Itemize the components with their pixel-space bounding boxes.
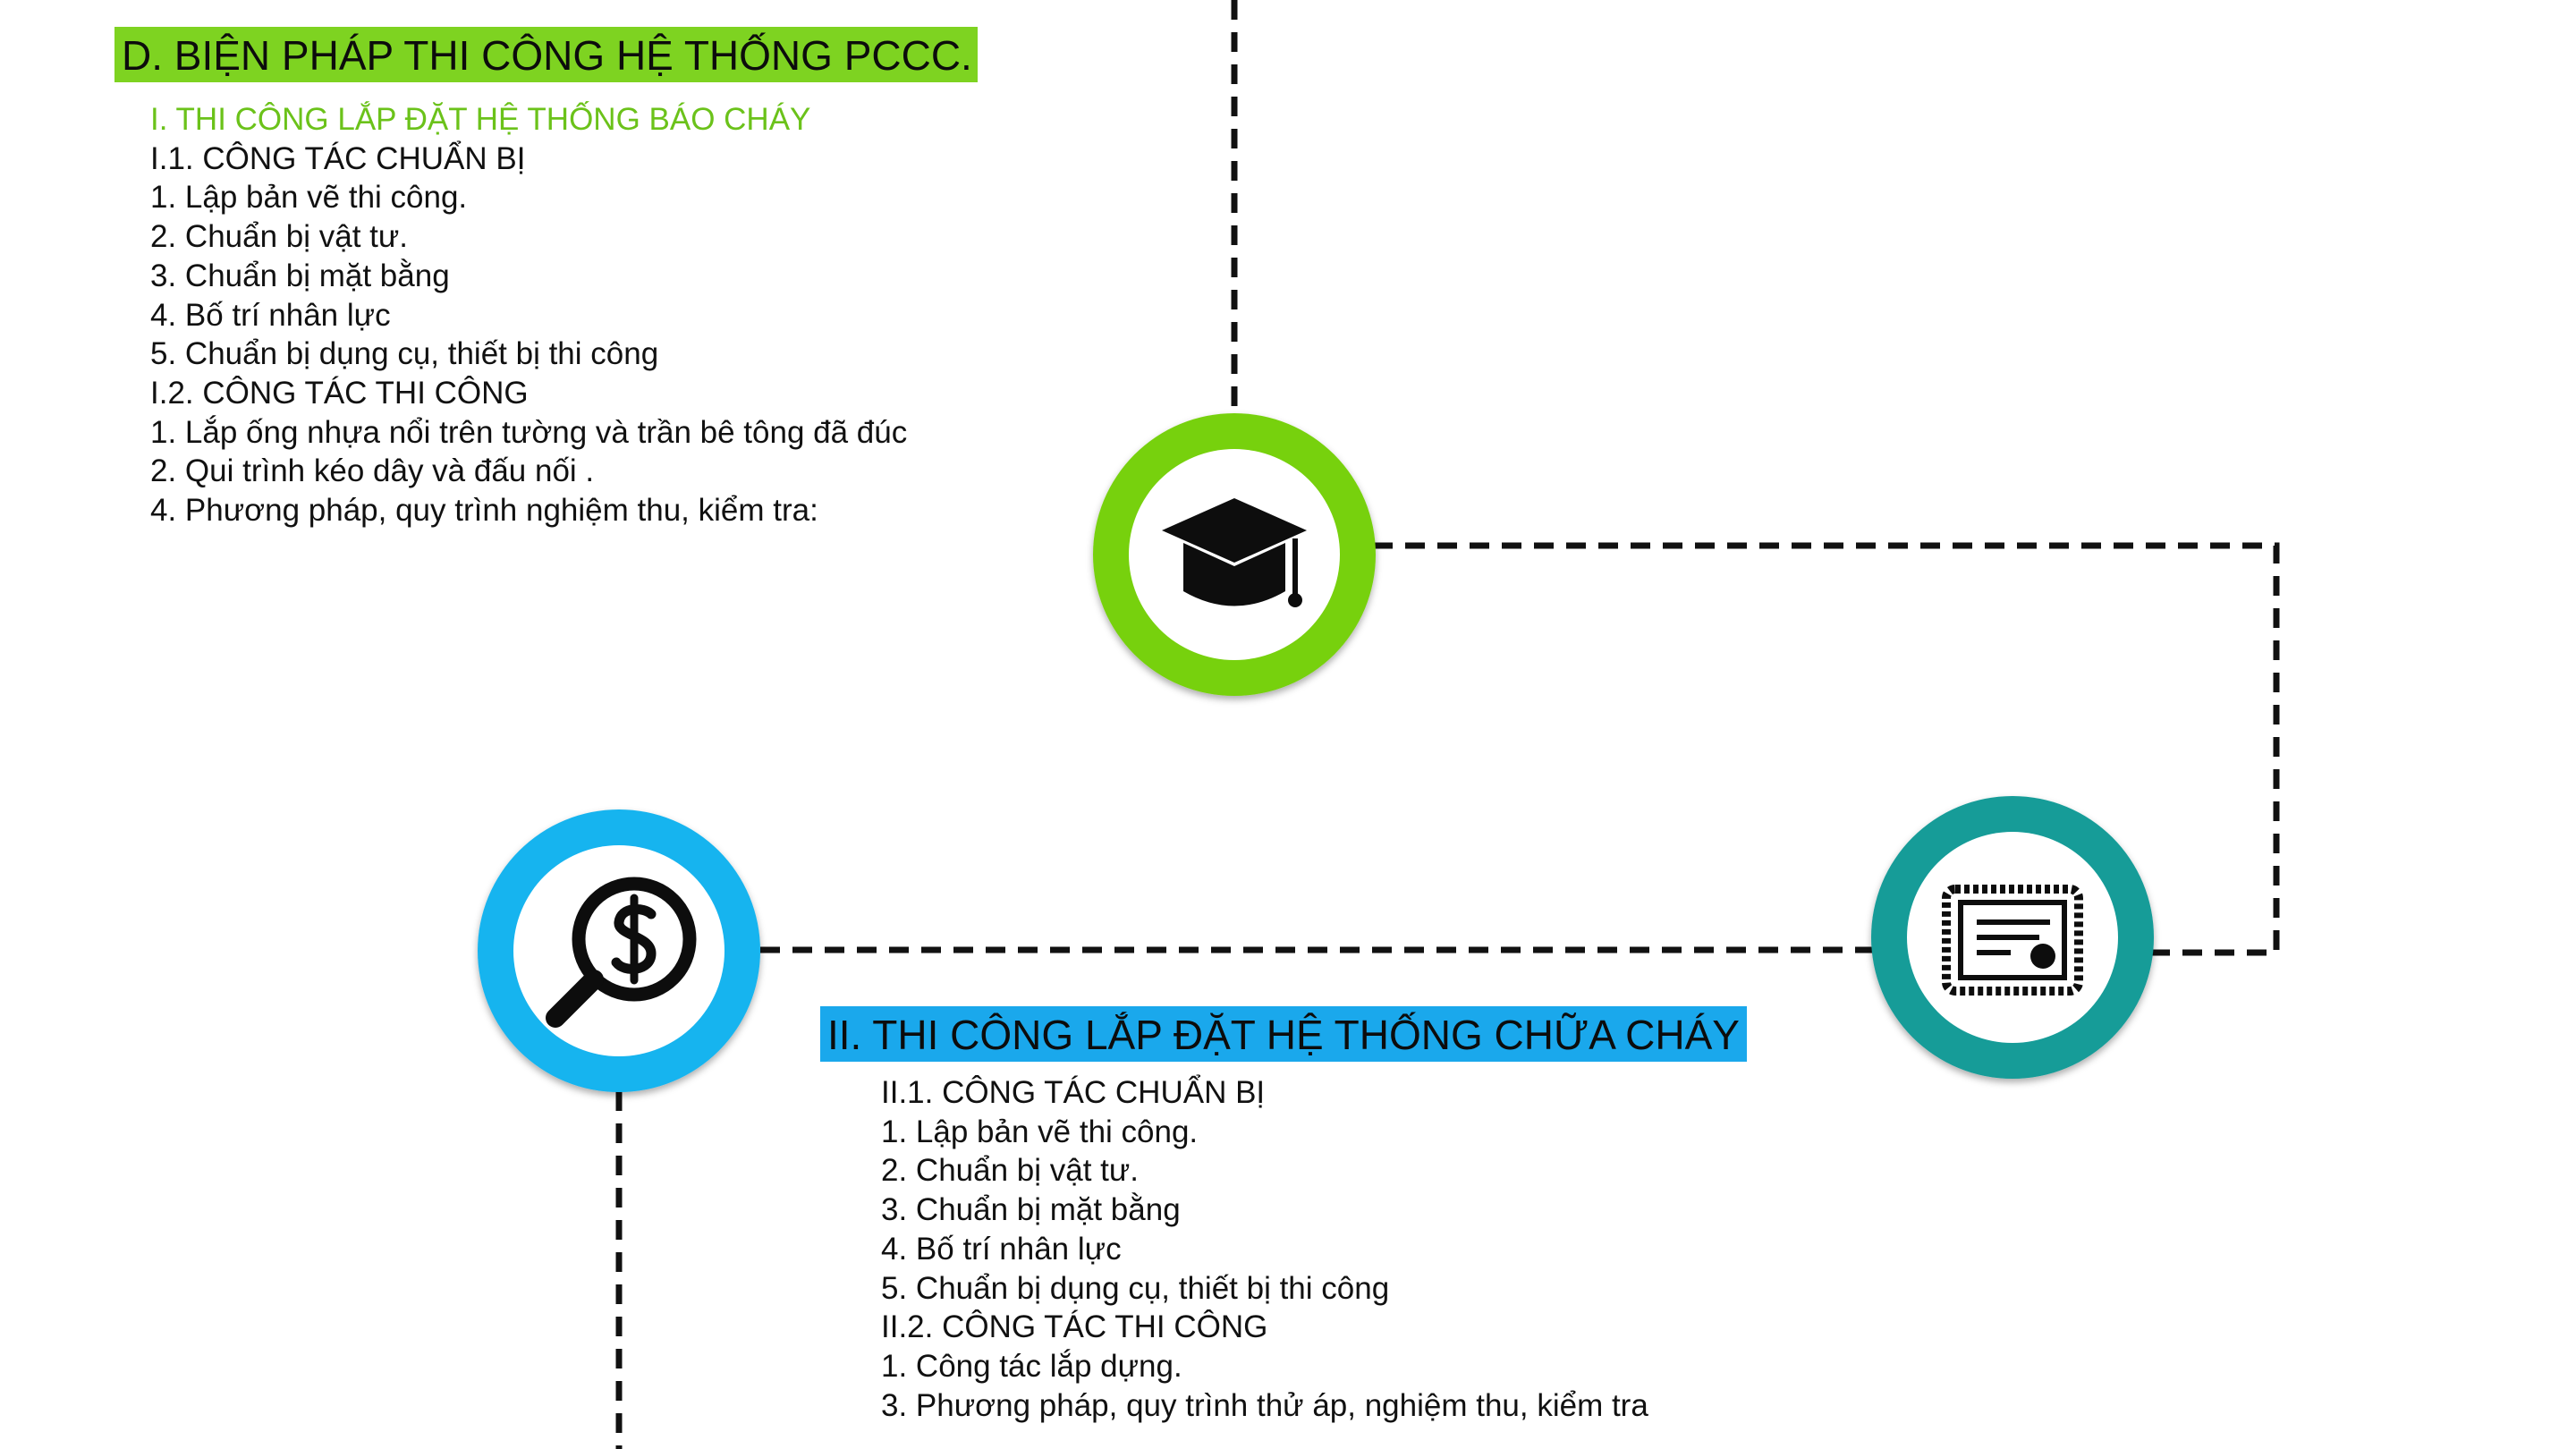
section-two-list: II.1. CÔNG TÁC CHUẨN BỊ 1. Lập bản vẽ th… <box>881 1073 1648 1425</box>
section-two-line: 1. Lập bản vẽ thi công. <box>881 1114 1199 1149</box>
section-one-line: 4. Phương pháp, quy trình nghiệm thu, ki… <box>150 493 818 529</box>
section-one-line: 1. Lắp ống nhựa nổi trên tường và trần b… <box>150 414 908 450</box>
section-one-line: 4. Bố trí nhân lực <box>150 297 391 333</box>
section-one-line: I.2. CÔNG TÁC THI CÔNG <box>150 375 529 411</box>
section-one-line: I.1. CÔNG TÁC CHUẨN BỊ <box>150 140 526 176</box>
section-two-line: II.2. CÔNG TÁC THI CÔNG <box>881 1309 1268 1345</box>
page-title: D. BIỆN PHÁP THI CÔNG HỆ THỐNG PCCC. <box>114 27 978 82</box>
section-one-line: 1. Lập bản vẽ thi công. <box>150 180 468 216</box>
section-two-line: 1. Công tác lắp dựng. <box>881 1348 1182 1384</box>
section-one-list: I. THI CÔNG LẮP ĐẶT HỆ THỐNG BÁO CHÁY I.… <box>150 100 907 530</box>
section-two-line: 2. Chuẩn bị vật tư. <box>881 1153 1140 1189</box>
section-one-line: 3. Chuẩn bị mặt bằng <box>150 258 450 293</box>
section-one-line: 2. Chuẩn bị vật tư. <box>150 219 409 255</box>
section-two-line: 5. Chuẩn bị dụng cụ, thiết bị thi công <box>881 1270 1390 1306</box>
section-two-line: 4. Bố trí nhân lực <box>881 1231 1122 1267</box>
section-one-line: 5. Chuẩn bị dụng cụ, thiết bị thi công <box>150 336 659 372</box>
section-one-subtitle: I. THI CÔNG LẮP ĐẶT HỆ THỐNG BÁO CHÁY <box>150 102 811 137</box>
node-search <box>478 809 760 1092</box>
section-two-line: II.1. CÔNG TÁC CHUẨN BỊ <box>881 1075 1266 1110</box>
connector-right <box>1373 542 2280 956</box>
section-two-title: II. THI CÔNG LẮP ĐẶT HỆ THỐNG CHỮA CHÁY <box>820 1006 1747 1062</box>
dollar-search-icon <box>546 877 697 1028</box>
certificate-icon <box>1942 885 2083 996</box>
graduation-cap-icon <box>1162 498 1307 607</box>
section-one-line: 2. Qui trình kéo dây và đấu nối . <box>150 453 595 489</box>
section-two-line: 3. Chuẩn bị mặt bằng <box>881 1192 1181 1228</box>
section-two-line: 3. Phương pháp, quy trình thử áp, nghiệm… <box>881 1387 1648 1423</box>
